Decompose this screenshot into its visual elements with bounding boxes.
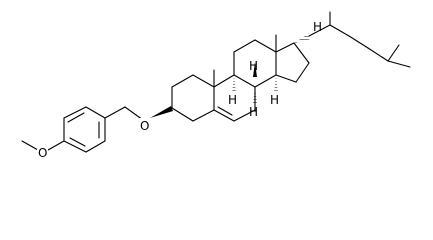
c17-hydrogen-label: H [313, 20, 322, 34]
ether-oxygen-label: O [140, 119, 149, 133]
ring-c [233, 39, 277, 88]
c9-hydrogen-label: H [228, 93, 237, 107]
c17-hashed-wedge [294, 33, 310, 43]
ring-d [275, 42, 310, 83]
skeletal-formula: O O H H H H H [21, 11, 411, 160]
side-chain [308, 11, 411, 68]
c19-hydrogen-label: H [249, 105, 258, 119]
methoxy-group [21, 140, 65, 151]
ring-a [171, 74, 215, 122]
c8-hydrogen-label: H [249, 59, 258, 73]
c14-hydrogen-label: H [270, 93, 279, 107]
methoxy-oxygen-label: O [38, 146, 47, 160]
c3-bold-wedge [150, 106, 173, 118]
methoxyphenyl-ring [63, 106, 106, 153]
stereo-hydrogen-bonds [232, 62, 278, 103]
structure-canvas: O O H H H H H [21, 11, 411, 160]
benzyl-ether-linkage [104, 106, 144, 121]
